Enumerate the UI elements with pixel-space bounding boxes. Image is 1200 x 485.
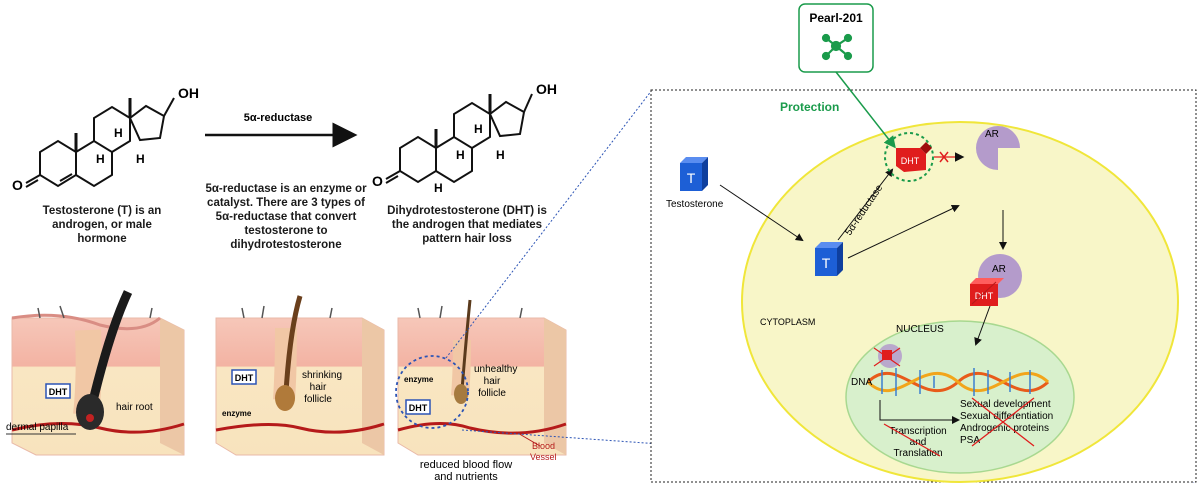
t-to-ar-arrow xyxy=(847,204,960,259)
t-symbol-1: T xyxy=(687,170,696,186)
h-label-5: H xyxy=(456,148,465,162)
dht-dna-binding xyxy=(882,350,892,360)
enzyme-caption-line-4: testosterone to xyxy=(244,225,328,237)
dna-helix xyxy=(866,368,1050,396)
blood-vessel-label-1: Blood xyxy=(532,441,555,451)
follicle-panel-3 xyxy=(395,299,567,456)
effect-2: Sexual differentiation xyxy=(960,411,1053,422)
testosterone-cube-1 xyxy=(680,157,708,191)
reduced-flow-label-1: reduced blood flow xyxy=(420,459,512,471)
enzyme-caption-line-1: 5α-reductase is an enzyme or xyxy=(205,183,367,195)
dht-caption: Dihydrotestosterone (DHT) is the androge… xyxy=(372,204,562,246)
effects-cross-icon xyxy=(971,397,1035,447)
ar-receptor-1 xyxy=(976,126,1020,170)
transcription-label-1: Transcription xyxy=(889,426,946,437)
complex-to-nucleus-arrow xyxy=(974,305,991,346)
h-label-7: H xyxy=(434,181,443,195)
nucleus-ellipse xyxy=(845,320,1075,474)
h-label-6: H xyxy=(496,148,505,162)
h-label-3: H xyxy=(136,152,145,166)
oh-label-left: OH xyxy=(178,85,199,101)
unhealthy-label-2: hair xyxy=(484,376,501,387)
molecule-icon xyxy=(821,33,853,61)
dht-label-panel-2: DHT xyxy=(235,373,254,383)
transcription-label-2: and xyxy=(910,437,927,448)
follicle-panel-1 xyxy=(11,290,185,456)
dht-caption-line-1: Dihydrotestosterone (DHT) is xyxy=(387,205,547,217)
nucleus-label: NUCLEUS xyxy=(896,324,944,335)
reduced-flow-label-2: and nutrients xyxy=(434,471,498,483)
zoom-connector-top xyxy=(445,89,653,359)
dna-label: DNA xyxy=(851,377,872,388)
enzyme-caption-line-3: 5α-reductase that convert xyxy=(215,211,357,223)
enzyme-caption: 5α-reductase is an enzyme or catalyst. T… xyxy=(193,182,379,252)
dht-bound-strike xyxy=(971,281,997,305)
unhealthy-label-1: unhealthy xyxy=(474,364,517,375)
blood-vessel-leader xyxy=(515,431,541,447)
pearl-201-label: Pearl-201 xyxy=(809,11,863,25)
dht-box-panel-1 xyxy=(45,383,71,399)
h-label-4: H xyxy=(474,122,483,136)
follicle-panel-2 xyxy=(215,295,385,456)
shrinking-label-2: hair xyxy=(310,382,327,393)
transcription-arrow xyxy=(879,400,960,424)
ar-label-2: AR xyxy=(992,264,1006,275)
block-cross-icon xyxy=(939,151,949,163)
protection-label: Protection xyxy=(780,100,839,114)
dht-protected-shape xyxy=(896,142,932,172)
h-label-2: H xyxy=(96,152,105,166)
protection-circle xyxy=(884,132,934,182)
dht-structure xyxy=(385,93,533,184)
blood-vessel-label-2: Vessel xyxy=(530,452,557,462)
testosterone-label: Testosterone xyxy=(666,199,724,210)
testosterone-caption-line-1: Testosterone (T) is an xyxy=(42,205,162,217)
pearl-to-dht-arrow xyxy=(835,71,896,149)
dht-box-panel-3 xyxy=(405,399,431,415)
dht-label-panel-3: DHT xyxy=(409,403,428,413)
dht-box-panel-2 xyxy=(231,369,257,385)
dht-caption-line-2: the androgen that mediates xyxy=(391,219,543,231)
t-symbol-2: T xyxy=(822,255,831,271)
effect-3: Androgenic proteins xyxy=(960,423,1049,434)
hair-root-label: hair root xyxy=(116,402,153,413)
enzyme-label-panel-2: enzyme xyxy=(222,409,252,418)
testosterone-caption-line-3: hormone xyxy=(77,233,127,245)
testosterone-entry-arrow xyxy=(719,184,804,242)
testosterone-caption: Testosterone (T) is an androgen, or male… xyxy=(22,204,182,246)
dht-label-protected: DHT xyxy=(901,156,920,166)
testosterone-caption-line-2: androgen, or male xyxy=(52,219,152,231)
o-label-right: O xyxy=(372,173,383,189)
h-label-1: H xyxy=(114,126,123,140)
transcription-strike xyxy=(883,423,941,457)
dermal-papilla-label: dermal papilla xyxy=(6,422,69,433)
dht-label-bound: DHT xyxy=(975,291,994,301)
dht-label-panel-1: DHT xyxy=(49,387,68,397)
shrinking-label-1: shrinking xyxy=(302,370,342,381)
transcription-label-3: Translation xyxy=(893,448,942,459)
effect-4: PSA xyxy=(960,435,980,446)
oh-label-right: OH xyxy=(536,81,557,97)
reaction-enzyme-label: 5α-reductase xyxy=(244,112,313,124)
enzyme-caption-line-5: dihydrotestosterone xyxy=(230,239,342,251)
ar-label-1: AR xyxy=(985,129,999,140)
reductase-arrow xyxy=(837,168,894,241)
cytoplasm-label: CYTOPLASM xyxy=(760,317,815,327)
dht-caption-line-3: pattern hair loss xyxy=(422,233,512,245)
enzyme-label-panel-3: enzyme xyxy=(404,375,434,384)
enzyme-caption-line-2: catalyst. There are 3 types of xyxy=(207,197,365,209)
shrinking-label-3: follicle xyxy=(304,394,332,405)
testosterone-structure xyxy=(25,97,175,188)
unhealthy-label-3: follicle xyxy=(478,388,506,399)
testosterone-cube-2 xyxy=(815,242,843,276)
o-label-left: O xyxy=(12,177,23,193)
effect-1: Sexual development xyxy=(960,399,1051,410)
dna-binding-cross-icon xyxy=(873,347,901,367)
